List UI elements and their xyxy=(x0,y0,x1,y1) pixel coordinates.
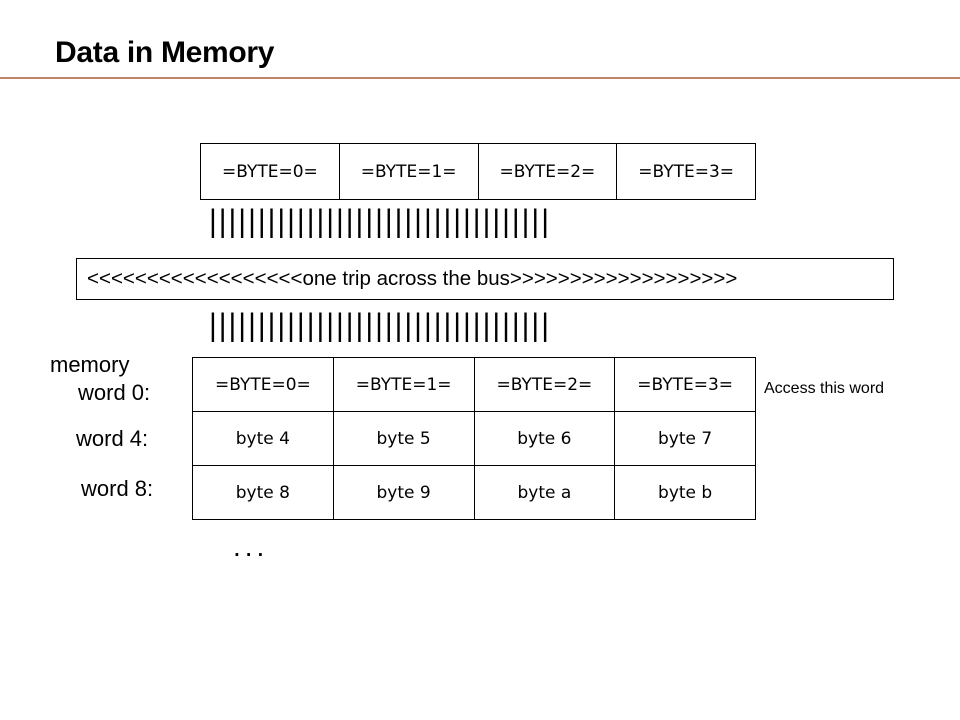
memory-cell: byte 7 xyxy=(614,411,756,466)
memory-cell: byte 6 xyxy=(473,411,616,466)
memory-cell: byte 5 xyxy=(332,411,475,466)
memory-cell: byte a xyxy=(473,465,616,520)
memory-cell: =BYTE=2= xyxy=(473,357,616,412)
memory-row: byte 4 byte 5 byte 6 byte 7 xyxy=(192,411,756,466)
memory-cell: byte 8 xyxy=(192,465,334,520)
bus-lines-top: ||||||||||||||||||||||||||||||||||| xyxy=(208,204,550,238)
bus-byte-cell: =BYTE=2= xyxy=(477,143,618,200)
access-note: Access this word xyxy=(764,380,885,397)
title-divider xyxy=(0,77,960,79)
bus-byte-cell: =BYTE=3= xyxy=(616,143,756,200)
word-label: word 4: xyxy=(76,426,149,451)
memory-row: =BYTE=0= =BYTE=1= =BYTE=2= =BYTE=3= xyxy=(192,357,756,412)
word-label: word 0: xyxy=(78,380,151,405)
memory-label: memory xyxy=(50,352,130,377)
bus-byte-cell: =BYTE=0= xyxy=(200,143,340,200)
bus-lines-bottom: ||||||||||||||||||||||||||||||||||| xyxy=(208,308,550,342)
memory-cell: =BYTE=3= xyxy=(614,357,756,412)
bus-word-bytes: =BYTE=0= =BYTE=1= =BYTE=2= =BYTE=3= xyxy=(200,143,756,200)
ellipsis: ... xyxy=(233,531,269,562)
memory-cell: byte 9 xyxy=(332,465,475,520)
memory-cell: =BYTE=0= xyxy=(192,357,334,412)
memory-row: byte 8 byte 9 byte a byte b xyxy=(192,465,756,520)
memory-cell: byte b xyxy=(614,465,756,520)
bus-trip-box: <<<<<<<<<<<<<<<<<<one trip across the bu… xyxy=(76,258,894,300)
memory-cell: byte 4 xyxy=(192,411,334,466)
bus-word-row: =BYTE=0= =BYTE=1= =BYTE=2= =BYTE=3= xyxy=(200,143,756,200)
page-title: Data in Memory xyxy=(55,36,275,69)
bus-byte-cell: =BYTE=1= xyxy=(338,143,479,200)
memory-table: =BYTE=0= =BYTE=1= =BYTE=2= =BYTE=3= byte… xyxy=(192,357,756,520)
memory-cell: =BYTE=1= xyxy=(332,357,475,412)
word-label: word 8: xyxy=(81,476,154,501)
